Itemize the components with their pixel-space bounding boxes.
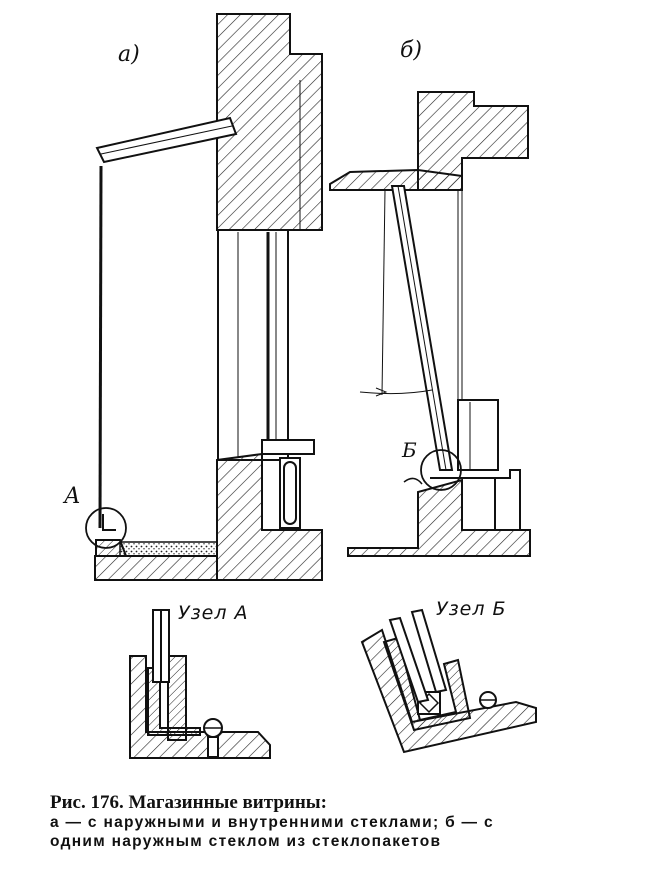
caption-line-2: одним наружным стеклом из стеклопакетов [50,832,442,850]
node-a-label: А [64,484,81,509]
wall-a [216,13,323,231]
floor-a [94,555,218,581]
shop-window-drawing [85,13,537,759]
inner-window-a [217,229,289,461]
canopy-b [329,168,463,191]
detail-b-drawing [360,608,537,754]
radiator-a [283,461,297,525]
foundation-b [347,478,531,557]
detail-a-drawing [129,609,271,759]
node-b-marker [420,449,462,491]
caption-line-1: а — с наружными и внутренними стеклами; … [50,814,494,832]
variant-a-label: а) [118,42,140,67]
figure-caption: Рис. 176. Магазинные витрины: а — с нару… [50,792,630,851]
node-b-label: Б [402,438,417,462]
variant-a-section [85,13,323,581]
detail-a-title: Узел А [178,602,249,624]
variant-b-label: б) [400,38,423,63]
node-a-marker [85,507,127,549]
caption-title: Рис. 176. Магазинные витрины: [50,792,327,813]
variant-b-section [329,91,531,557]
outer-glass-a [98,165,103,529]
detail-b-title: Узел Б [436,598,507,620]
